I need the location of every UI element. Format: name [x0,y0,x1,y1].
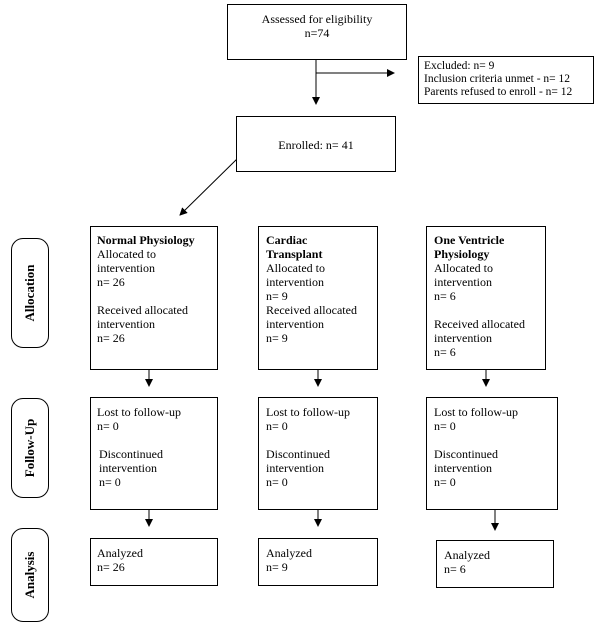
group3-allocation-box: One Ventricle Physiology Allocated to in… [426,226,546,370]
group2-alloc-line: intervention [266,317,324,331]
group2-discontinued-label: Discontinued [266,447,330,461]
group3-lost-count: n= 0 [434,419,456,433]
group1-allocation-box: Normal Physiology Allocated to intervent… [90,226,218,370]
group1-analysis-box: Analyzed n= 26 [90,538,218,586]
group1-discontinued-count: n= 0 [99,475,121,489]
group3-follow-spacer [434,433,557,447]
excluded-refused: Parents refused to enroll - n= 12 [424,86,573,98]
group3-alloc-line: intervention [434,331,492,345]
group1-followup-box: Lost to follow-up n= 0 Discontinued inte… [90,397,218,510]
group2-alloc-line: intervention [266,275,324,289]
stage-analysis: Analysis [11,528,49,622]
group1-received-count: n= 26 [97,331,125,345]
group3-discontinued-label: Discontinued [434,447,498,461]
group2-lost-count: n= 0 [266,419,288,433]
group1-analyzed-label: Analyzed [97,546,143,560]
group3-alloc-line [434,303,545,317]
group2-received-count: n= 9 [266,331,288,345]
group3-name-line1: One Ventricle [434,233,505,247]
stage-followup: Follow-Up [11,398,49,498]
group2-allocation-box: Cardiac Transplant Allocated to interven… [258,226,378,370]
group1-follow-spacer [97,433,217,447]
excluded-total: Excluded: n= 9 [424,60,495,72]
assessed-box: Assessed for eligibility n=74 [227,4,407,60]
group2-alloc-line: Allocated to [266,261,325,275]
group2-name-line2: Transplant [266,247,323,261]
enrolled-count: Enrolled: n= 41 [278,138,354,152]
group3-discontinued-label2: intervention [434,461,492,475]
group2-analyzed-count: n= 9 [266,560,288,574]
excluded-criteria: Inclusion criteria unmet - n= 12 [424,73,571,85]
group3-discontinued-count: n= 0 [434,475,456,489]
group3-analysis-box: Analyzed n= 6 [436,540,554,588]
arrow-enrolled-to-groups [179,157,239,216]
group1-lost-label: Lost to follow-up [97,405,181,419]
group3-analyzed-label: Analyzed [444,548,490,562]
group2-discontinued-count: n= 0 [266,475,288,489]
excluded-box: Excluded: n= 9 Inclusion criteria unmet … [418,56,594,104]
group1-analyzed-count: n= 26 [97,560,125,574]
group3-alloc-line: Received allocated [434,317,525,331]
group2-followup-box: Lost to follow-up n= 0 Discontinued inte… [258,397,378,510]
group2-alloc-count: n= 9 [266,289,288,303]
stage-followup-label: Follow-Up [22,418,37,478]
enrolled-box: Enrolled: n= 41 [236,116,396,172]
assessed-label: Assessed for eligibility [261,12,373,26]
group1-alloc-line [97,289,217,303]
group1-alloc-line: intervention [97,261,155,275]
group3-followup-box: Lost to follow-up n= 0 Discontinued inte… [426,397,558,510]
stage-allocation: Allocation [11,238,49,348]
group1-name: Normal Physiology [97,233,195,247]
group3-name-line2: Physiology [434,247,490,261]
group2-alloc-line: Received allocated [266,303,357,317]
group3-alloc-count: n= 6 [434,289,456,303]
group1-lost-count: n= 0 [97,419,119,433]
group1-discontinued-label: Discontinued [99,447,163,461]
group1-alloc-line: Allocated to [97,247,156,261]
group3-analyzed-count: n= 6 [444,562,466,576]
group2-name-line1: Cardiac [266,233,308,247]
group3-received-count: n= 6 [434,345,456,359]
group2-discontinued-label2: intervention [266,461,324,475]
group2-analyzed-label: Analyzed [266,546,312,560]
group1-alloc-count: n= 26 [97,275,125,289]
group1-discontinued-label2: intervention [99,461,157,475]
group1-alloc-line: Received allocated [97,303,188,317]
group1-alloc-line: intervention [97,317,155,331]
assessed-count: n=74 [304,26,330,40]
group2-analysis-box: Analyzed n= 9 [258,538,378,586]
group3-lost-label: Lost to follow-up [434,405,518,419]
group2-follow-spacer [266,433,377,447]
stage-analysis-label: Analysis [22,551,37,599]
group3-alloc-line: intervention [434,275,492,289]
group3-alloc-line: Allocated to [434,261,493,275]
stage-allocation-label: Allocation [22,264,37,322]
group2-lost-label: Lost to follow-up [266,405,350,419]
